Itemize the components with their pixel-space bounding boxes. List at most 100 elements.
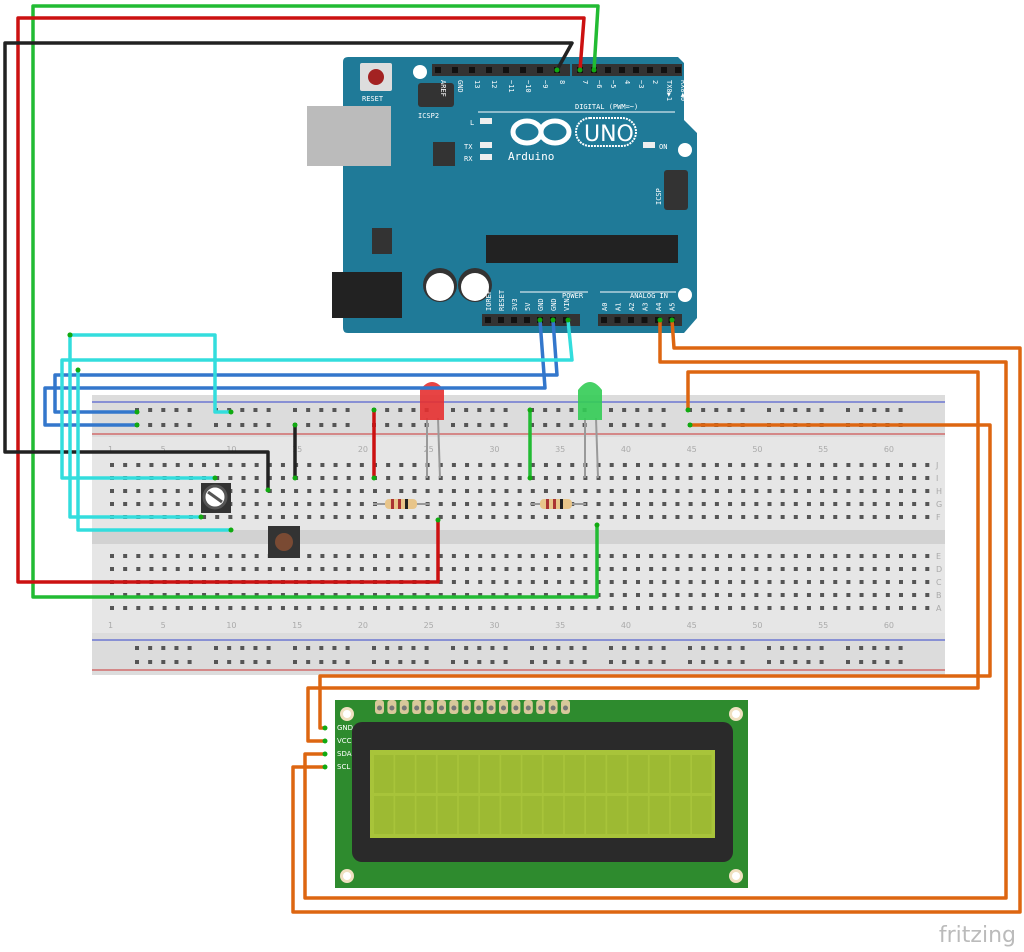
breadboard-hole[interactable] [543,515,548,519]
breadboard-hole[interactable] [912,476,917,480]
breadboard-hole[interactable] [899,554,903,558]
breadboard-hole[interactable] [451,606,456,610]
breadboard-hole[interactable] [741,593,746,597]
breadboard-hole[interactable] [478,502,483,506]
breadboard-hole[interactable] [254,606,259,610]
breadboard-hole[interactable] [806,502,811,506]
rail-hole[interactable] [688,646,692,650]
breadboard-hole[interactable] [570,580,575,584]
breadboard-hole[interactable] [346,476,351,480]
digital-pin[interactable] [503,67,509,73]
wire-endpoint[interactable] [75,367,81,373]
breadboard-hole[interactable] [517,463,522,467]
breadboard-hole[interactable] [438,515,443,519]
breadboard-hole[interactable] [675,580,680,584]
breadboard-hole[interactable] [320,567,325,571]
breadboard-hole[interactable] [267,606,272,610]
breadboard-hole[interactable] [583,606,588,610]
rail-hole[interactable] [187,408,192,412]
rail-hole[interactable] [819,646,824,650]
breadboard-hole[interactable] [399,554,404,558]
breadboard-hole[interactable] [793,567,798,571]
breadboard-hole[interactable] [675,489,680,493]
breadboard-hole[interactable] [767,476,772,480]
breadboard-hole[interactable] [386,463,391,467]
breadboard-hole[interactable] [912,593,917,597]
rail-hole[interactable] [227,646,232,650]
breadboard-hole[interactable] [162,554,167,558]
breadboard-hole[interactable] [846,554,851,558]
breadboard-hole[interactable] [110,554,114,558]
breadboard-hole[interactable] [557,567,562,571]
wire-endpoint[interactable] [527,475,533,481]
breadboard-hole[interactable] [280,502,285,506]
breadboard-hole[interactable] [833,554,838,558]
breadboard-hole[interactable] [596,502,601,506]
breadboard-hole[interactable] [701,554,706,558]
breadboard-hole[interactable] [517,606,522,610]
breadboard-hole[interactable] [386,554,391,558]
rail-hole[interactable] [530,646,534,650]
breadboard-hole[interactable] [662,567,667,571]
breadboard-hole[interactable] [609,515,614,519]
breadboard-hole[interactable] [754,515,759,519]
rail-hole[interactable] [846,408,850,412]
breadboard-hole[interactable] [543,476,548,480]
rail-hole[interactable] [556,646,561,650]
breadboard-hole[interactable] [899,463,903,467]
breadboard-hole[interactable] [806,567,811,571]
breadboard-hole[interactable] [859,489,864,493]
breadboard-hole[interactable] [320,593,325,597]
digital-pin[interactable] [452,67,458,73]
breadboard-hole[interactable] [570,606,575,610]
breadboard-hole[interactable] [517,554,522,558]
breadboard-hole[interactable] [465,489,470,493]
breadboard-hole[interactable] [899,606,903,610]
breadboard-hole[interactable] [241,567,246,571]
wire-endpoint[interactable] [371,475,377,481]
breadboard-hole[interactable] [728,502,733,506]
breadboard-hole[interactable] [478,489,483,493]
rail-hole[interactable] [464,423,469,427]
rail-hole[interactable] [872,660,877,664]
wire-endpoint[interactable] [685,407,691,413]
breadboard-hole[interactable] [846,606,851,610]
breadboard-hole[interactable] [596,489,601,493]
breadboard-hole[interactable] [149,554,154,558]
breadboard-hole[interactable] [767,502,772,506]
breadboard-hole[interactable] [701,567,706,571]
rail-hole[interactable] [240,660,245,664]
breadboard-hole[interactable] [215,567,220,571]
breadboard-hole[interactable] [622,567,627,571]
breadboard-hole[interactable] [346,593,351,597]
breadboard-hole[interactable] [504,606,509,610]
rail-hole[interactable] [767,646,771,650]
breadboard-hole[interactable] [833,502,838,506]
rail-hole[interactable] [477,423,482,427]
breadboard-hole[interactable] [228,515,233,519]
digital-pin[interactable] [619,67,625,73]
rail-hole[interactable] [622,646,627,650]
breadboard-hole[interactable] [583,567,588,571]
breadboard-hole[interactable] [241,593,246,597]
breadboard-hole[interactable] [675,515,680,519]
rail-hole[interactable] [846,646,850,650]
breadboard-hole[interactable] [570,515,575,519]
breadboard-hole[interactable] [149,593,154,597]
breadboard-hole[interactable] [806,515,811,519]
breadboard-hole[interactable] [912,580,917,584]
breadboard-hole[interactable] [714,515,719,519]
breadboard-hole[interactable] [780,502,785,506]
rail-hole[interactable] [727,660,732,664]
rail-hole[interactable] [385,660,390,664]
breadboard-hole[interactable] [754,580,759,584]
breadboard-hole[interactable] [438,463,443,467]
rail-hole[interactable] [622,423,627,427]
rail-hole[interactable] [477,660,482,664]
rail-hole[interactable] [490,408,495,412]
breadboard-hole[interactable] [543,567,548,571]
breadboard-hole[interactable] [438,593,443,597]
digital-pin[interactable] [486,67,492,73]
breadboard-hole[interactable] [294,489,299,493]
digital-pin[interactable] [661,67,667,73]
